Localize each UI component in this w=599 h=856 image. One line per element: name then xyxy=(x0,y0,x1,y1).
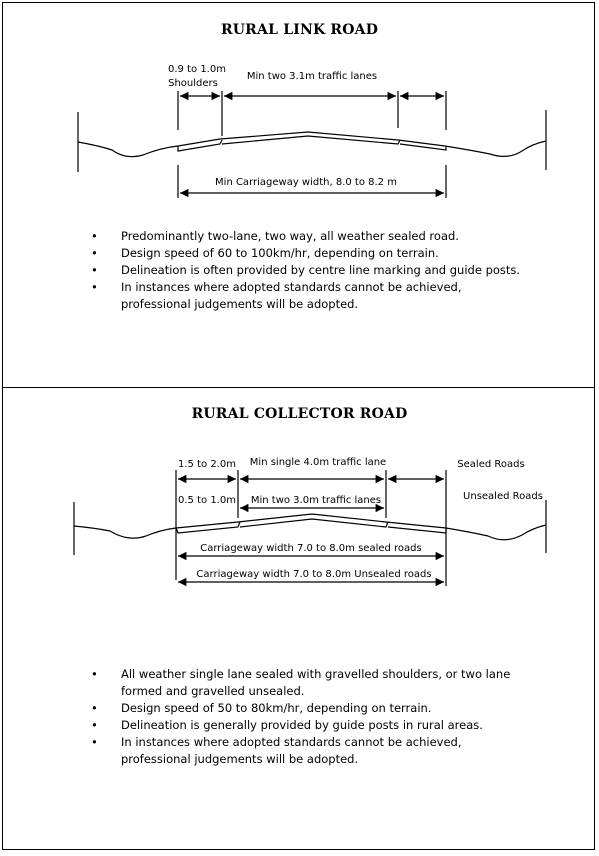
shoulders-label: Shoulders xyxy=(168,78,218,89)
bullet-text-line: Delineation is often provided by centre … xyxy=(121,263,521,277)
rural-collector-road-cross-section: 1.5 to 2.0m Min single 4.0m traffic lane… xyxy=(73,457,547,587)
bullet-text-line: professional judgements will be adopted. xyxy=(121,297,359,311)
bullet-item: Predominantly two-lane, two way, all wea… xyxy=(91,228,571,245)
bullet-text-line: Delineation is generally provided by gui… xyxy=(121,718,483,732)
sealed-lane-label: Min single 4.0m traffic lane xyxy=(250,457,386,468)
rural-link-road-title: RURAL LINK ROAD xyxy=(220,22,379,38)
shoulder-width-label: 0.9 to 1.0m xyxy=(168,64,226,75)
bullet-item: Delineation is often provided by centre … xyxy=(91,262,571,279)
bullet-item: In instances where adopted standards can… xyxy=(91,279,571,313)
sealed-shoulder-label: 1.5 to 2.0m xyxy=(178,459,236,470)
bullet-item: In instances where adopted standards can… xyxy=(91,734,571,768)
bullet-text-line: Predominantly two-lane, two way, all wea… xyxy=(121,229,459,243)
pavement-layer xyxy=(177,135,447,152)
bullet-item: All weather single lane sealed with grav… xyxy=(91,666,571,700)
section-divider xyxy=(2,387,595,388)
rural-collector-road-bullets: All weather single lane sealed with grav… xyxy=(91,666,571,768)
pavement-layer xyxy=(175,518,447,534)
sealed-roads-label: Sealed Roads xyxy=(457,459,524,470)
carriageway-sealed-label: Carriageway width 7.0 to 8.0m sealed roa… xyxy=(200,543,421,554)
carriageway-label: Min Carriageway width, 8.0 to 8.2 m xyxy=(215,177,397,188)
bullet-item: Delineation is generally provided by gui… xyxy=(91,717,571,734)
bullet-text-line: Design speed of 50 to 80km/hr, depending… xyxy=(121,701,432,715)
bullet-text-line: formed and gravelled unsealed. xyxy=(121,684,305,698)
bullet-item: Design speed of 50 to 80km/hr, depending… xyxy=(91,700,571,717)
bullet-text-line: In instances where adopted standards can… xyxy=(121,280,462,294)
bullet-item: Design speed of 60 to 100km/hr, dependin… xyxy=(91,245,571,262)
road-profile xyxy=(77,131,547,158)
lanes-label: Min two 3.1m traffic lanes xyxy=(247,71,377,82)
bullet-text-line: Design speed of 60 to 100km/hr, dependin… xyxy=(121,246,439,260)
bullet-text-line: In instances where adopted standards can… xyxy=(121,735,462,749)
rural-link-road-cross-section: 0.9 to 1.0m Shoulders Min two 3.1m traff… xyxy=(77,64,547,198)
rural-collector-road-title: RURAL COLLECTOR ROAD xyxy=(191,406,408,422)
bullet-text-line: professional judgements will be adopted. xyxy=(121,752,359,766)
unsealed-shoulder-label: 0.5 to 1.0m xyxy=(178,495,236,506)
carriageway-unsealed-label: Carriageway width 7.0 to 8.0m Unsealed r… xyxy=(196,569,431,580)
unsealed-lanes-label: Min two 3.0m traffic lanes xyxy=(251,495,381,506)
road-profile xyxy=(73,513,547,541)
unsealed-roads-label: Unsealed Roads xyxy=(463,491,543,502)
rural-link-road-bullets: Predominantly two-lane, two way, all wea… xyxy=(91,228,571,313)
bullet-text-line: All weather single lane sealed with grav… xyxy=(121,667,511,681)
